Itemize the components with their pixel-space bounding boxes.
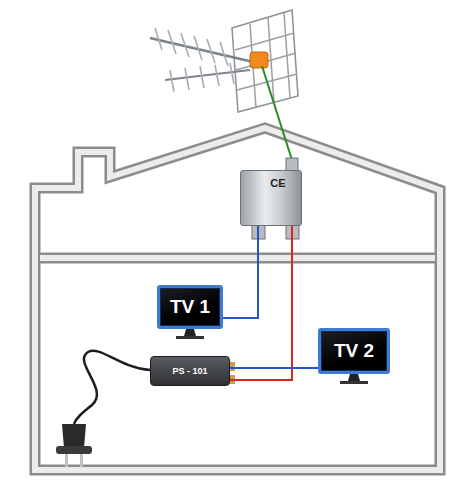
tv-stand [348,374,360,381]
floor-line-inner [40,255,435,261]
node-label: PS - 101 [172,366,207,376]
power-plug [62,424,86,448]
splitter-box: CE [240,170,302,226]
node-label: CE [270,177,285,189]
power-supply-box: PS - 101 [150,356,230,386]
coax-cable [230,367,318,369]
house-outline [35,128,440,470]
power-cord [74,351,150,424]
tv-stand [340,381,368,384]
floor-line [40,253,435,264]
tv-stand [176,336,204,339]
node-label: TV 2 [334,340,374,362]
coax-cable [230,226,292,380]
tv-screen: TV 1 [157,285,223,329]
coax-cable [223,226,258,318]
plug-pin [80,454,83,467]
node-label: TV 1 [170,296,210,318]
house-outline-inner [35,128,440,470]
tv-stand [184,329,196,336]
antenna-cable [262,66,292,160]
tv-screen: TV 2 [318,328,390,374]
power-plug [56,446,92,454]
plug-pin [65,454,68,467]
antenna [150,10,298,112]
